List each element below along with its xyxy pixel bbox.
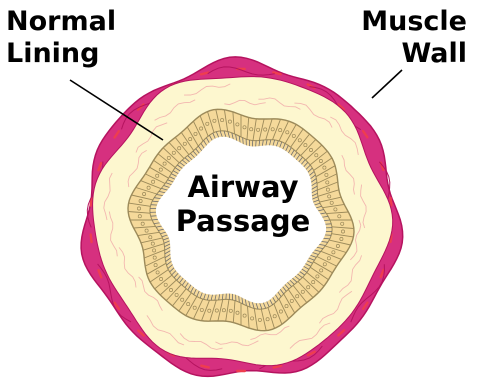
normal-lining-label: Normal Lining [6,6,116,70]
muscle-wall-label-line-1: Muscle [361,6,467,38]
normal-lining-label-line-2: Lining [6,38,116,70]
muscle-fiber-mark [236,370,246,372]
muscle-wall-label: Muscle Wall [361,6,467,70]
muscle-wall-label-line-2: Wall [361,38,467,70]
airway-passage-label-line-1: Airway [158,170,328,204]
airway-passage-label: Airway Passage [158,170,328,238]
muscle-wall-pointer [372,70,402,98]
airway-passage-label-line-2: Passage [158,204,328,238]
normal-lining-label-line-1: Normal [6,6,116,38]
